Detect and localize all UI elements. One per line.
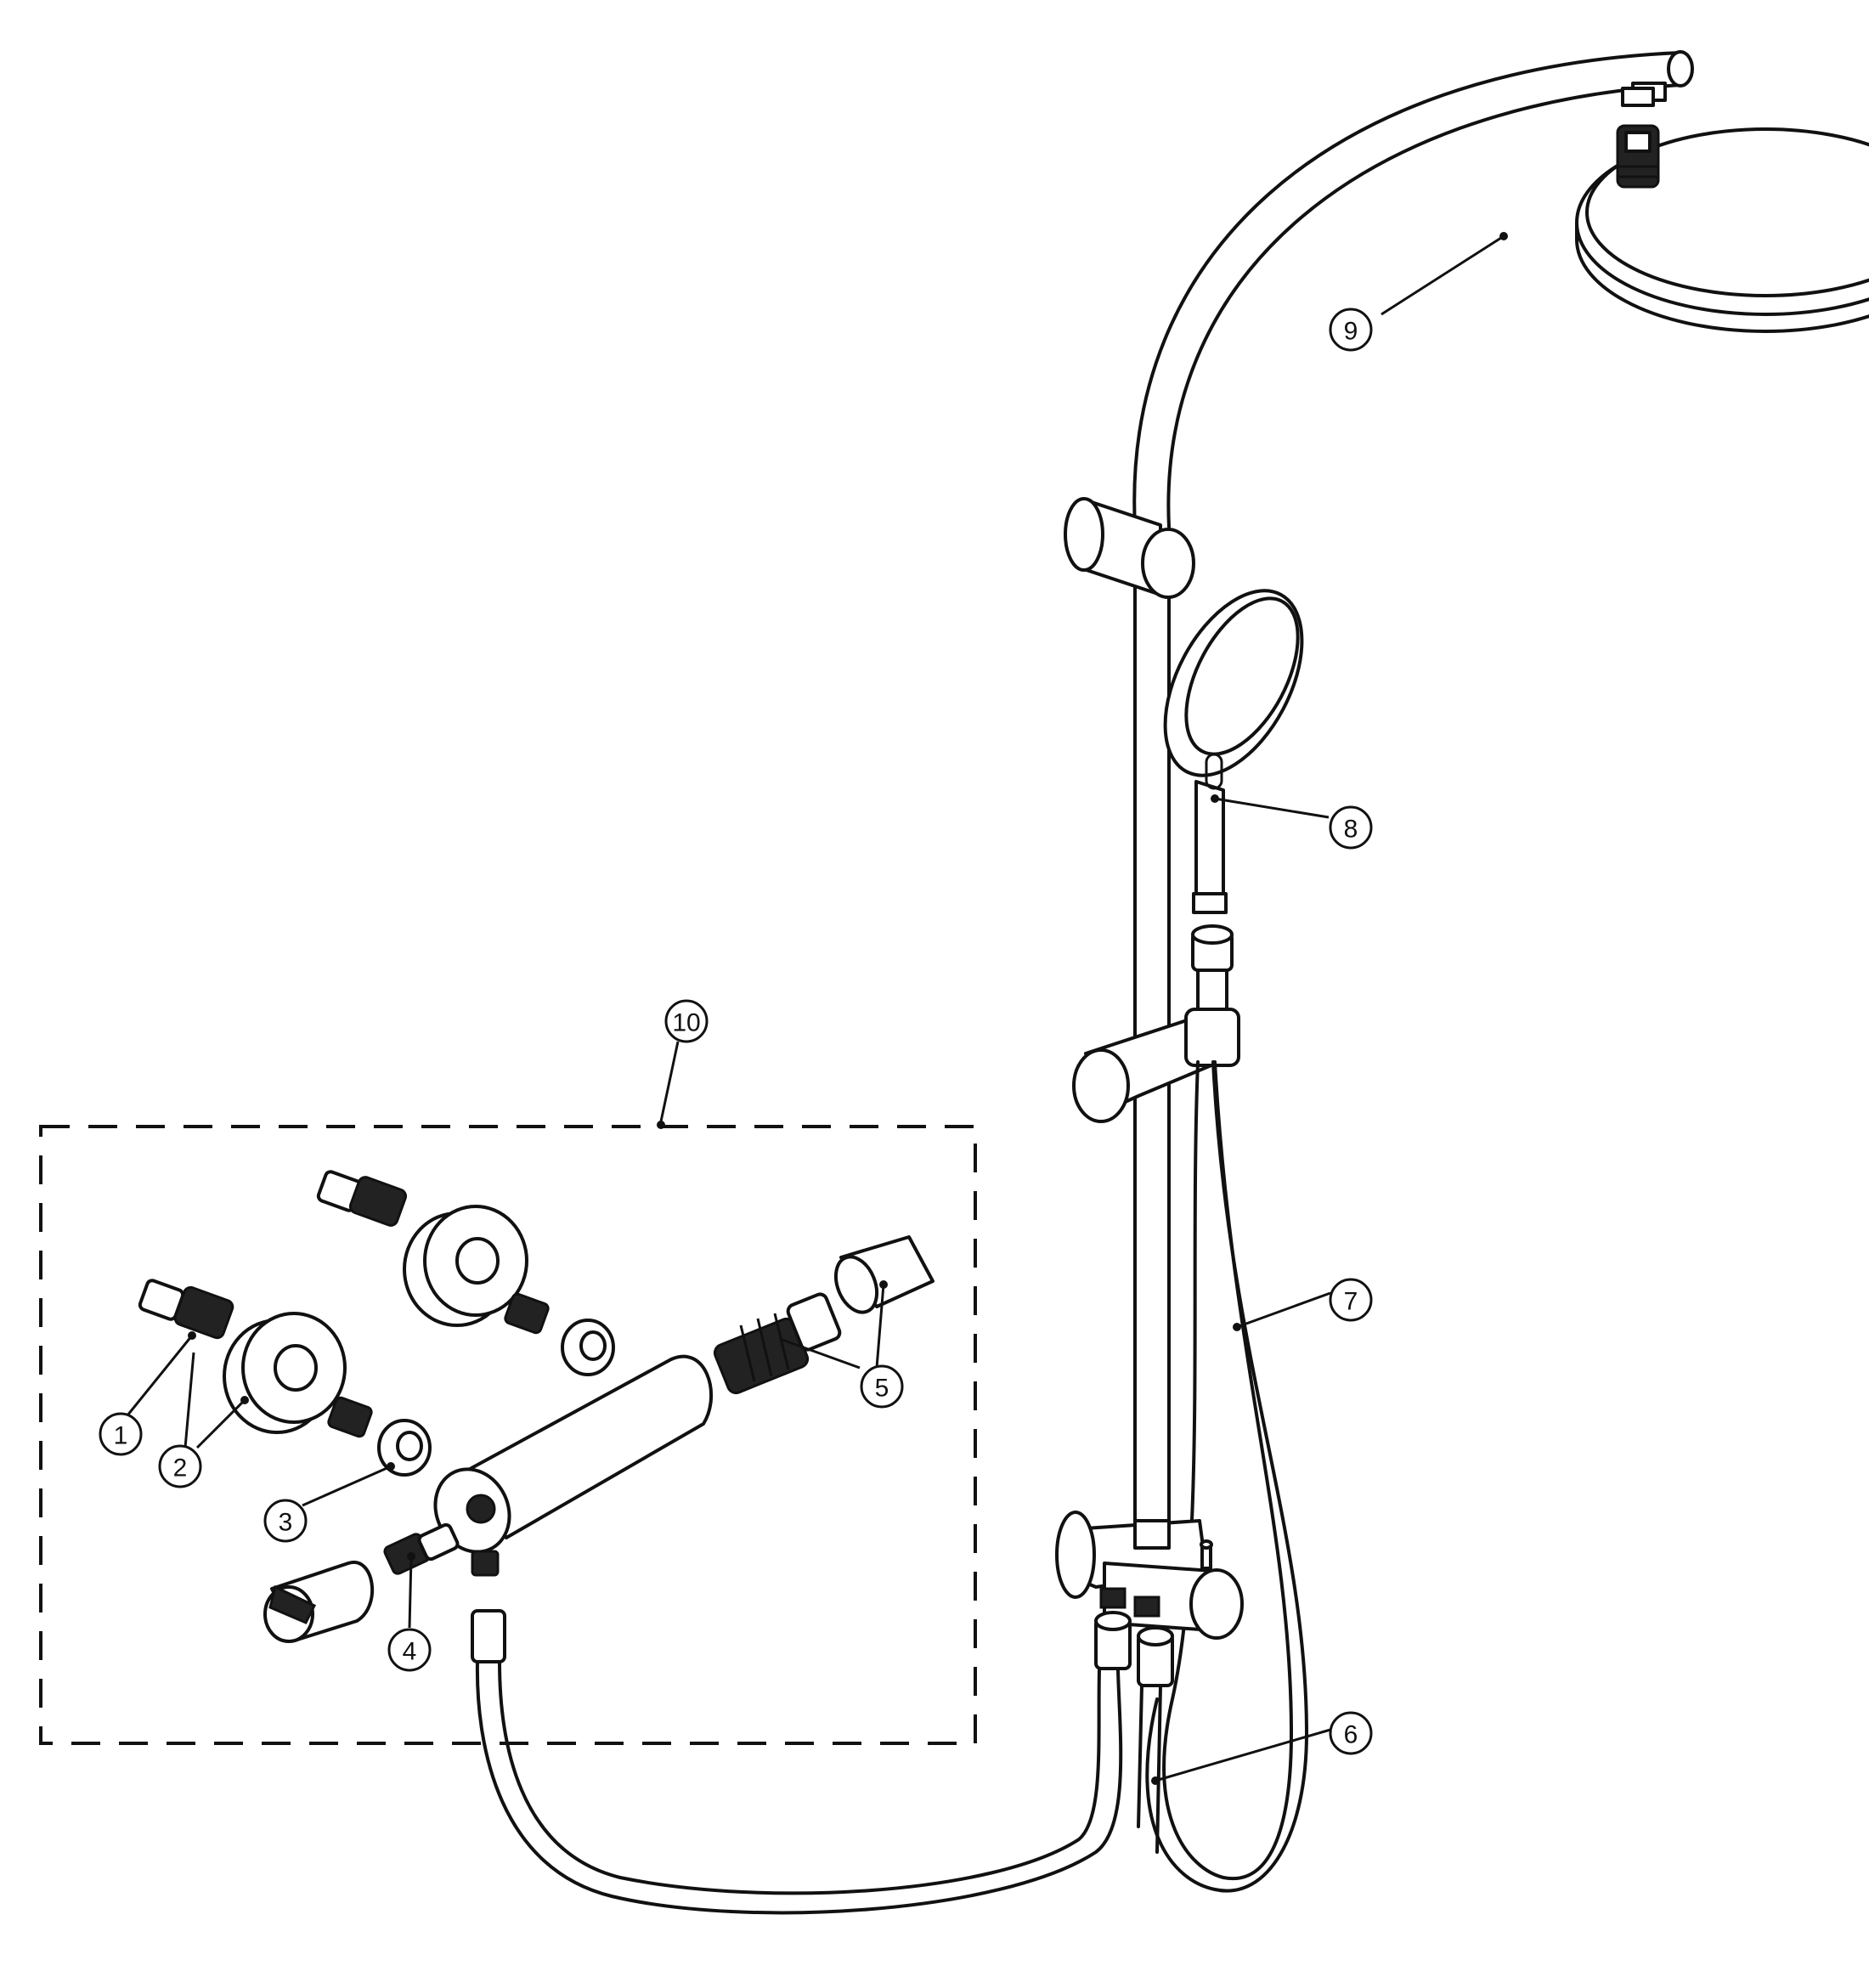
hand-shower-hose <box>1145 1060 1308 1893</box>
cartridge-clip <box>833 1235 934 1314</box>
callout-2: 2 <box>158 1444 202 1488</box>
temperature-handle <box>263 1560 375 1643</box>
check-valve <box>383 1522 460 1575</box>
callout-1: 1 <box>99 1412 143 1456</box>
s-union-connector-lower <box>138 1279 234 1340</box>
callout-5-label: 5 <box>875 1375 889 1403</box>
thermostat-body <box>433 1354 714 1577</box>
hand-shower-connector <box>1191 924 1234 1013</box>
callout-2-label: 2 <box>173 1454 188 1483</box>
callout-4: 4 <box>387 1628 432 1672</box>
wall-rosette-upper <box>403 1205 528 1327</box>
hand-shower <box>1163 589 1304 914</box>
callout-4-label: 4 <box>403 1638 417 1666</box>
callout-1-label: 1 <box>114 1422 128 1450</box>
connection-hose <box>471 1609 1162 1915</box>
callout-3-label: 3 <box>279 1509 293 1537</box>
filter-insert-upper <box>504 1292 615 1376</box>
callout-9-label: 9 <box>1344 318 1358 346</box>
hand-shower-slider <box>1072 1008 1240 1123</box>
thermostatic-cartridge <box>713 1292 842 1395</box>
callout-9: 9 <box>1329 308 1373 352</box>
callout-10: 10 <box>664 999 709 1043</box>
callout-7-label: 7 <box>1344 1288 1358 1316</box>
callout-8: 8 <box>1329 805 1373 850</box>
callout-10-label: 10 <box>672 1009 700 1037</box>
upper-wall-bracket <box>1064 497 1195 599</box>
callout-3: 3 <box>263 1499 308 1543</box>
callout-6-label: 6 <box>1344 1721 1358 1749</box>
callout-8-label: 8 <box>1344 816 1358 844</box>
filter-insert-lower <box>327 1396 432 1477</box>
rain-shower-head <box>1575 87 1869 333</box>
diverter-body <box>1055 1511 1244 1640</box>
wall-rosette-lower <box>223 1312 347 1434</box>
callout-7: 7 <box>1329 1278 1373 1322</box>
leader-lines <box>126 232 1508 1785</box>
callout-6: 6 <box>1329 1711 1373 1755</box>
callout-5: 5 <box>860 1364 904 1409</box>
s-union-connector-upper <box>316 1170 408 1227</box>
hose-connectors <box>1094 1611 1174 1687</box>
